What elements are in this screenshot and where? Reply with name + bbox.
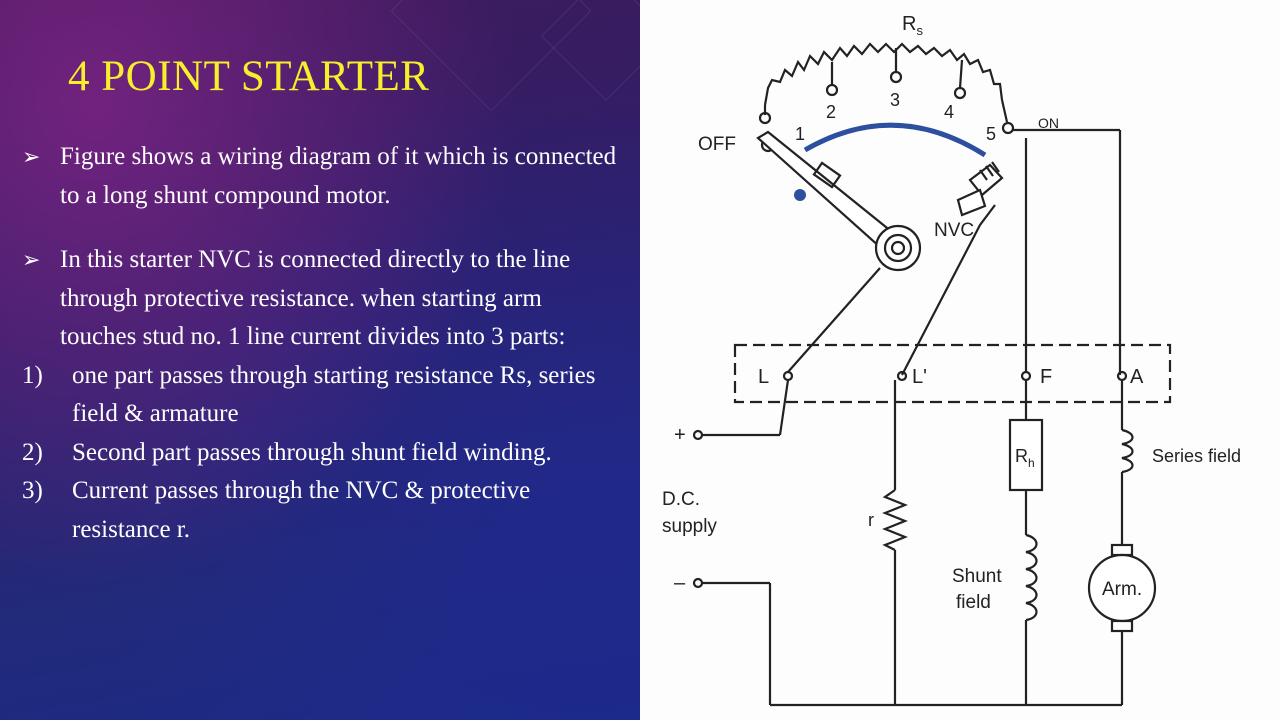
- stud-label: 3: [890, 90, 900, 110]
- paragraph-text: Figure shows a wiring diagram of it whic…: [60, 143, 617, 209]
- bullet-paragraph: ➢ In this starter NVC is connected direc…: [22, 241, 622, 357]
- stud-circle: [825, 83, 839, 97]
- stud-label: 2: [826, 102, 836, 122]
- wire-to-l-prime: [901, 204, 996, 376]
- supply-label: supply: [662, 516, 717, 537]
- minus-label: –: [674, 572, 686, 594]
- terminal-label: A: [1130, 366, 1144, 388]
- rs-label: Rs: [902, 13, 923, 38]
- shunt-field-label: Shunt: [952, 566, 1002, 587]
- terminal-f: [1020, 370, 1032, 382]
- list-item: 3) Current passes through the NVC & prot…: [22, 472, 622, 549]
- list-number: 2): [22, 438, 43, 466]
- contact-dot: [794, 189, 806, 201]
- list-item-text: Current passes through the NVC & protect…: [72, 477, 531, 543]
- paragraph-text: In this starter NVC is connected directl…: [60, 246, 571, 350]
- list-number: 1): [22, 361, 43, 389]
- nvc-label: NVC: [934, 220, 974, 241]
- slide-body: ➢ Figure shows a wiring diagram of it wh…: [22, 138, 622, 549]
- shunt-field-label: field: [956, 592, 991, 613]
- series-field-coil: [1121, 428, 1134, 474]
- supply-label: D.C.: [662, 489, 700, 510]
- series-field-label: Series field: [1152, 446, 1241, 466]
- stud-label: 1: [795, 124, 805, 144]
- shunt-field-coil: [1025, 533, 1038, 622]
- wiring-diagram-panel: Rs 1 2 3 4 5 OFF ON NVC L L' F A + – D.C…: [640, 0, 1280, 720]
- list-item-text: one part passes through starting resista…: [72, 361, 596, 428]
- minus-terminal: [692, 577, 704, 589]
- protective-resistance-r: [882, 489, 908, 551]
- arrowhead-bullet-icon: ➢: [22, 144, 41, 169]
- terminal-label: L': [912, 366, 927, 388]
- plus-terminal: [692, 429, 704, 441]
- field-rheostat-rh: [1008, 418, 1044, 492]
- on-label: ON: [1038, 115, 1059, 131]
- arrowhead-bullet-icon: ➢: [22, 247, 41, 272]
- terminal-a: [1116, 370, 1128, 382]
- soft-iron-piece: [812, 161, 842, 189]
- stud-label: 4: [944, 102, 954, 122]
- rh-label: Rh: [1015, 446, 1035, 470]
- text-panel: 4 POINT STARTER ➢ Figure shows a wiring …: [0, 0, 640, 720]
- arm-pivot: [874, 224, 922, 272]
- stud-label: 5: [986, 124, 996, 144]
- terminal-label: L: [758, 366, 769, 388]
- stud-circle: [758, 111, 772, 125]
- list-item-text: Second part passes through shunt field w…: [72, 438, 552, 466]
- list-item: 2) Second part passes through shunt fiel…: [22, 434, 622, 473]
- bullet-paragraph: ➢ Figure shows a wiring diagram of it wh…: [22, 138, 622, 215]
- list-item: 1) one part passes through starting resi…: [22, 357, 622, 434]
- stud-circle: [889, 70, 903, 84]
- stud-circle: [1001, 121, 1015, 135]
- slide-title: 4 POINT STARTER: [68, 53, 430, 100]
- r-label: r: [868, 510, 874, 530]
- terminal-box: [733, 343, 1172, 404]
- starting-resistance-rs: [763, 42, 1004, 106]
- terminal-l: [782, 370, 794, 382]
- stud-circle: [953, 86, 967, 100]
- terminal-label: F: [1040, 366, 1052, 388]
- wire-to-l: [787, 267, 881, 373]
- four-point-starter-diagram: Rs 1 2 3 4 5 OFF ON NVC L L' F A + – D.C…: [662, 13, 1241, 707]
- plus-label: +: [674, 424, 686, 446]
- terminal-l-prime: [896, 370, 908, 382]
- arm-pivot-inner: [883, 233, 913, 263]
- list-number: 3): [22, 477, 43, 504]
- off-label: OFF: [698, 134, 736, 155]
- armature-label: Arm.: [1102, 579, 1142, 600]
- arm-pivot-center: [890, 240, 906, 256]
- contact-arc: [803, 122, 987, 158]
